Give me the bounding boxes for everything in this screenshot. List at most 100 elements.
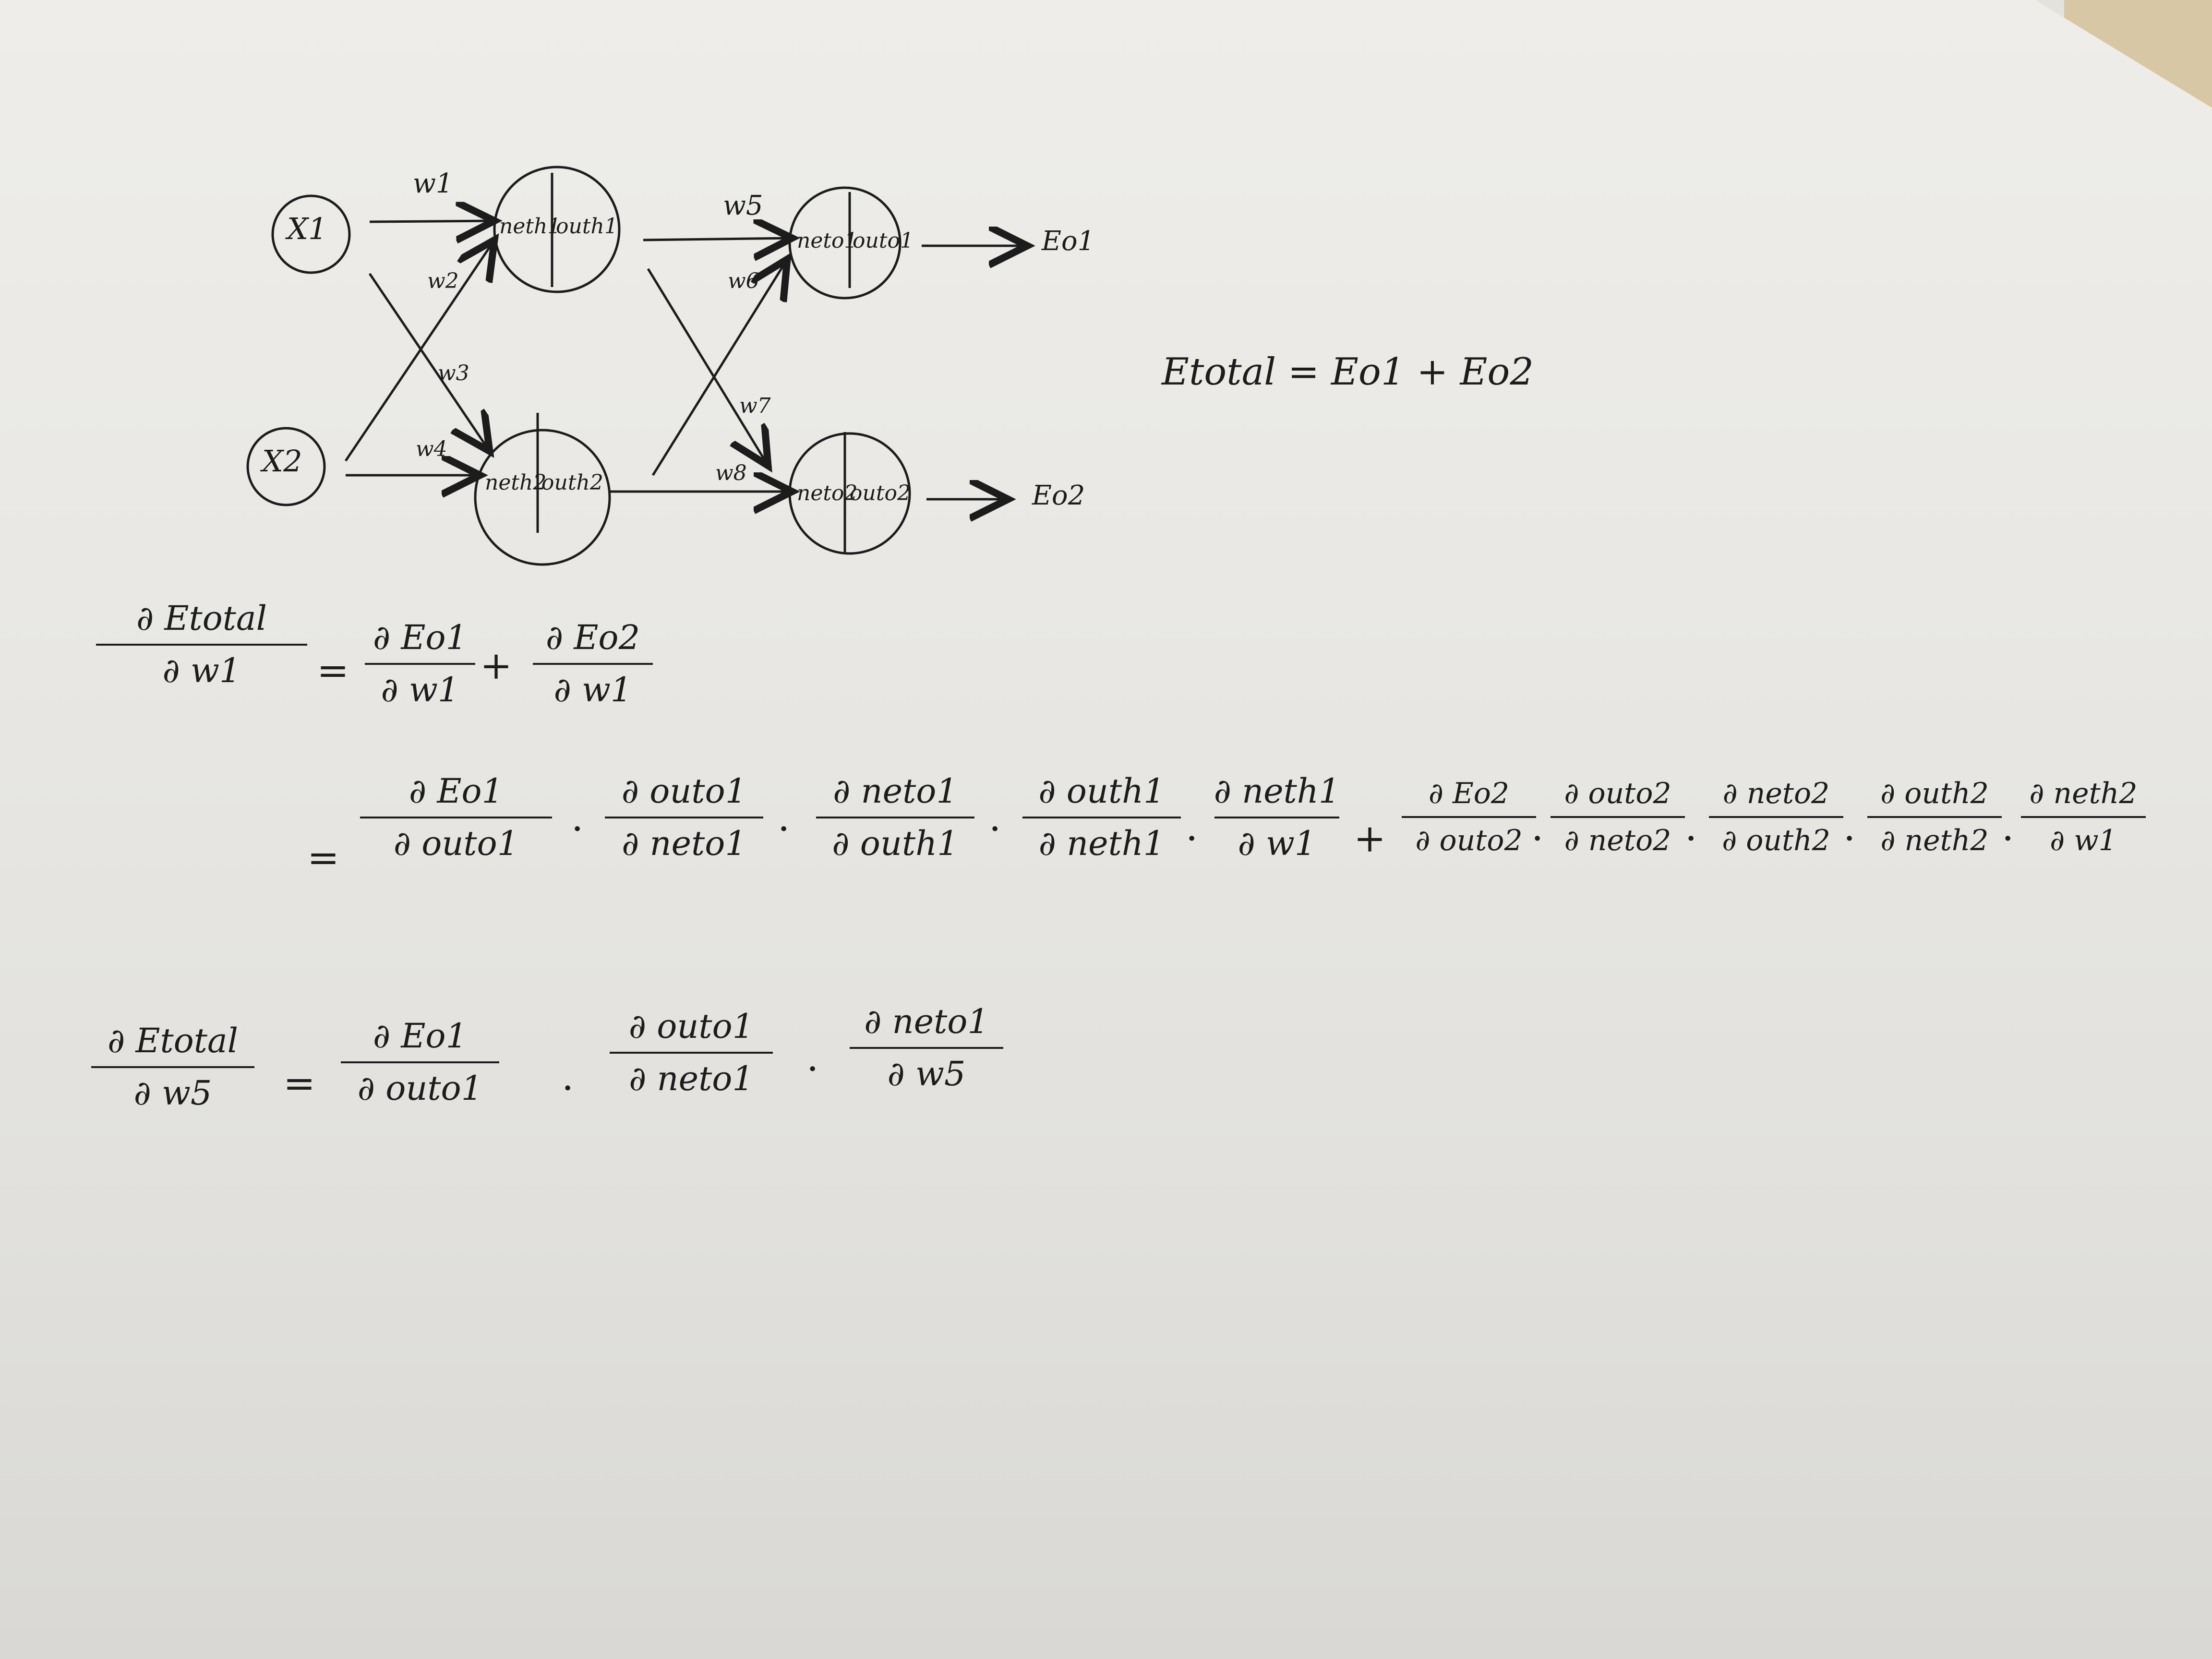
fraction-bar bbox=[850, 1047, 1003, 1049]
eq2-f5-den: ∂ w1 bbox=[1238, 824, 1316, 863]
fraction-bar bbox=[365, 663, 475, 665]
edge-w7 bbox=[647, 268, 768, 466]
fraction-bar bbox=[1709, 816, 1843, 818]
eq3-lhs-num: ∂ Etotal bbox=[107, 1021, 239, 1060]
eq3-lhs: ∂ Etotal ∂ w5 bbox=[91, 1022, 254, 1112]
eq3-f1-num: ∂ Eo1 bbox=[373, 1016, 468, 1056]
eq3-f3: ∂ neto1 ∂ w5 bbox=[850, 1003, 1003, 1093]
eq1-term1-den: ∂ w1 bbox=[381, 670, 459, 709]
eq2-plus: + bbox=[1354, 816, 1386, 861]
eq2-f3-den: ∂ outh1 bbox=[832, 824, 959, 863]
eq2-g5-den: ∂ w1 bbox=[2050, 824, 2117, 857]
eq2-f2-den: ∂ neto1 bbox=[622, 824, 746, 863]
eq2-f4: ∂ outh1 ∂ neth1 bbox=[1022, 773, 1181, 862]
edge-w1 bbox=[369, 221, 494, 222]
weight-label-w1: w1 bbox=[413, 168, 453, 199]
eq1-term2: ∂ Eo2 ∂ w1 bbox=[533, 619, 653, 709]
fraction-bar bbox=[1551, 816, 1685, 818]
dot: · bbox=[571, 806, 584, 851]
fraction-bar bbox=[816, 817, 974, 818]
fraction-bar bbox=[533, 663, 653, 665]
eq2-f1: ∂ Eo1 ∂ outo1 bbox=[360, 773, 552, 862]
eq3-f3-num: ∂ neto1 bbox=[864, 1002, 989, 1041]
fraction-bar bbox=[341, 1061, 499, 1063]
eq2-g2: ∂ outo2 ∂ neto2 bbox=[1551, 778, 1685, 856]
dot: · bbox=[1843, 816, 1856, 861]
hidden-net-label-2: neth2 bbox=[485, 470, 547, 495]
eq2-f5: ∂ neth1 ∂ w1 bbox=[1214, 771, 1340, 863]
eq1-term1: ∂ Eo1 ∂ w1 bbox=[365, 619, 475, 709]
eq3-f2-den: ∂ neto1 bbox=[629, 1059, 754, 1098]
eq2-g1: ∂ Eo2 ∂ outo2 bbox=[1402, 778, 1536, 856]
input-node-x2 bbox=[246, 427, 326, 506]
eq3-f1: ∂ Eo1 ∂ outo1 bbox=[341, 1018, 499, 1107]
eq2-g1-num: ∂ Eo2 bbox=[1428, 777, 1510, 810]
input-node-x1 bbox=[271, 194, 351, 274]
fraction-bar bbox=[96, 644, 307, 646]
output-out-label-1: outo1 bbox=[853, 228, 914, 253]
eq2-equals: = bbox=[307, 835, 340, 880]
weight-label-w5: w5 bbox=[723, 190, 763, 221]
weight-label-w8: w8 bbox=[715, 461, 747, 485]
eq2-g1-den: ∂ outo2 bbox=[1415, 824, 1523, 857]
eq2-f1-den: ∂ outo1 bbox=[393, 824, 519, 863]
hidden-net-label-1: neth1 bbox=[499, 214, 561, 239]
eq2-g2-num: ∂ outo2 bbox=[1564, 777, 1671, 810]
eq2-g3: ∂ neto2 ∂ outh2 bbox=[1709, 778, 1843, 856]
weight-label-w3: w3 bbox=[438, 361, 469, 385]
eq2-g5: ∂ neth2 ∂ w1 bbox=[2021, 778, 2146, 856]
dot: · bbox=[1685, 816, 1697, 861]
output-net-label-2: neto2 bbox=[797, 481, 858, 505]
dot: · bbox=[1531, 816, 1544, 861]
eq2-f5-num: ∂ neth1 bbox=[1214, 771, 1340, 811]
eq1-plus: + bbox=[480, 643, 513, 688]
eq2-f4-den: ∂ neth1 bbox=[1038, 824, 1165, 863]
dot: · bbox=[989, 806, 1001, 851]
eq2-f4-num: ∂ outh1 bbox=[1038, 771, 1165, 811]
fraction-bar bbox=[1214, 817, 1339, 818]
eq2-f1-num: ∂ Eo1 bbox=[409, 771, 504, 811]
fraction-bar bbox=[2021, 816, 2146, 818]
eq2-f2-num: ∂ outo1 bbox=[621, 771, 747, 811]
edge-w6 bbox=[651, 259, 787, 476]
eq2-g4-den: ∂ neth2 bbox=[1880, 824, 1989, 857]
dot: · bbox=[1186, 816, 1198, 861]
hidden-out-label-1: outh1 bbox=[556, 214, 618, 239]
eq2-g3-num: ∂ neto2 bbox=[1722, 777, 1830, 810]
input-label-x2: X2 bbox=[262, 444, 302, 479]
eq2-f2: ∂ outo1 ∂ neto1 bbox=[605, 773, 763, 862]
eq2-g2-den: ∂ neto2 bbox=[1564, 824, 1671, 857]
eq3-f3-den: ∂ w5 bbox=[887, 1054, 966, 1094]
fraction-bar bbox=[605, 817, 763, 818]
fraction-bar bbox=[360, 817, 552, 818]
eq2-g5-num: ∂ neth2 bbox=[2029, 777, 2138, 810]
fraction-bar bbox=[610, 1052, 773, 1054]
eq1-lhs-num: ∂ Etotal bbox=[136, 599, 267, 638]
error-label-o1: Eo1 bbox=[1042, 226, 1095, 257]
hidden-node-h2 bbox=[474, 429, 611, 566]
weight-label-w7: w7 bbox=[739, 394, 771, 418]
weight-label-w4: w4 bbox=[416, 437, 447, 461]
weight-label-w2: w2 bbox=[427, 269, 459, 293]
dot: · bbox=[2002, 816, 2014, 861]
dot: · bbox=[562, 1066, 574, 1110]
edge-w5 bbox=[643, 238, 792, 240]
error-label-o2: Eo2 bbox=[1032, 480, 1085, 511]
eq1-term1-num: ∂ Eo1 bbox=[373, 618, 468, 657]
output-net-label-1: neto1 bbox=[797, 228, 858, 253]
eq1-lhs-den: ∂ w1 bbox=[162, 651, 241, 690]
eq3-f2: ∂ outo1 ∂ neto1 bbox=[610, 1008, 773, 1097]
eq3-equals: = bbox=[283, 1061, 316, 1106]
dot: · bbox=[778, 806, 790, 851]
fraction-bar bbox=[1867, 816, 2002, 818]
edge-w2 bbox=[344, 240, 494, 462]
total-error-definition: Etotal = Eo1 + Eo2 bbox=[1162, 350, 1534, 394]
eq3-lhs-den: ∂ w5 bbox=[133, 1073, 212, 1113]
eq3-f1-den: ∂ outo1 bbox=[357, 1069, 483, 1108]
fraction-bar bbox=[1022, 817, 1181, 818]
input-label-x1: X1 bbox=[287, 211, 327, 246]
eq2-g4: ∂ outh2 ∂ neth2 bbox=[1867, 778, 2002, 856]
